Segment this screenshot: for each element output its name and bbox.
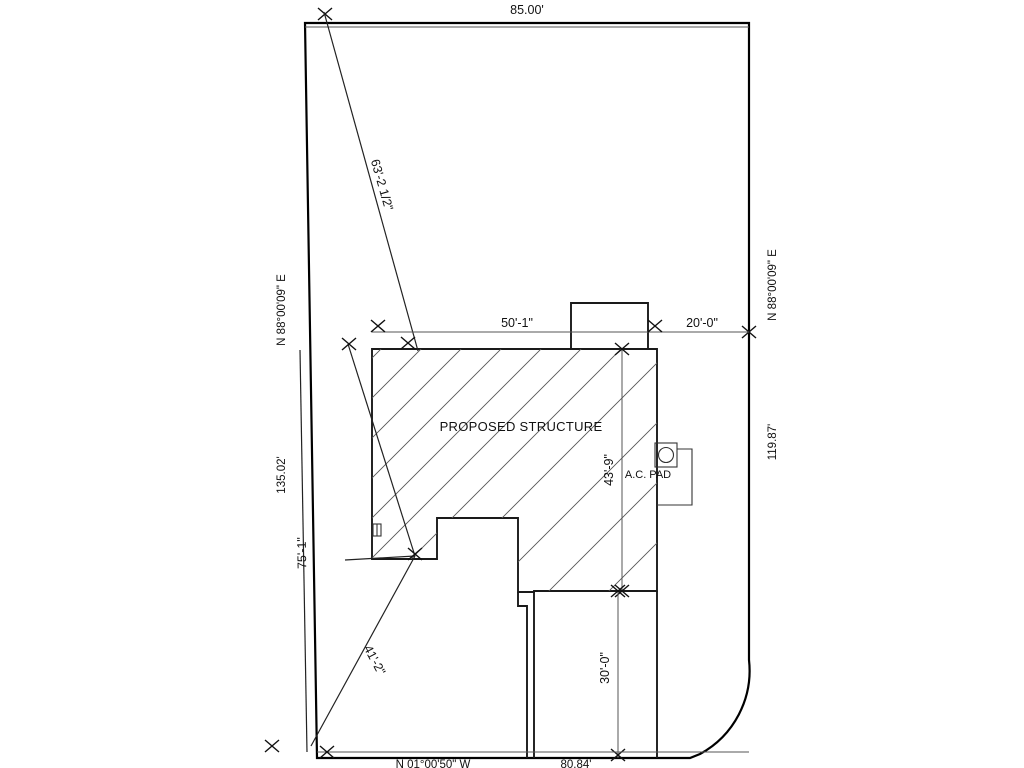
dimension-top-lot-width: 85.00' bbox=[305, 3, 749, 28]
dimension-left-vertical-offset-text: 75'-1" bbox=[295, 537, 310, 569]
dimension-right-length-text: 119.87' bbox=[767, 424, 779, 461]
dimension-diagonal-lower-text: 41'-2" bbox=[361, 643, 388, 678]
proposed-structure bbox=[371, 348, 658, 593]
dimension-structure-widths: 50'-1" 20'-0" bbox=[370, 316, 749, 350]
dimension-left-boundary: N 88°00'09" E 135.02' bbox=[276, 274, 288, 494]
dimension-top-lot-width-text: 85.00' bbox=[510, 3, 544, 17]
dimension-left-bearing-text: N 88°00'09" E bbox=[276, 274, 288, 346]
dimension-diagonal-lower: 41'-2" bbox=[310, 337, 423, 747]
ac-pad-label: A.C. PAD bbox=[625, 469, 671, 481]
dimension-structure-width-right-text: 20'-0" bbox=[686, 316, 718, 330]
dimension-right-bearing-text: N 88°00'09" E bbox=[767, 249, 779, 321]
entry-porch-outline bbox=[570, 302, 649, 349]
dimension-right-boundary: N 88°00'09" E 119.87' bbox=[741, 249, 779, 461]
structure-hatching bbox=[372, 349, 657, 592]
dimension-bottom-bearing-text: N 01°00'50" W bbox=[396, 759, 471, 768]
dimension-structure-width-left-text: 50'-1" bbox=[501, 316, 533, 330]
dimension-structure-height-text: 43'-9" bbox=[602, 454, 616, 486]
ac-pad-unit bbox=[654, 442, 693, 506]
dimension-left-vertical-offset: 75'-1" bbox=[264, 349, 310, 753]
driveway-area-outline bbox=[517, 591, 658, 758]
dimension-bottom-boundary: N 01°00'50" W 80.84' bbox=[317, 745, 749, 768]
dimension-left-length-text: 135.02' bbox=[276, 456, 288, 493]
dimension-diagonal-upper: 63'-2 1/2" bbox=[323, 11, 419, 352]
door-opening-marker bbox=[372, 523, 382, 537]
lot-boundary bbox=[303, 21, 751, 760]
proposed-structure-label: PROPOSED STRUCTURE bbox=[440, 419, 603, 434]
dimension-structure-height: 43'-9" bbox=[602, 342, 630, 598]
dimension-rear-setback-text: 30'-0" bbox=[598, 652, 612, 684]
dimension-rear-setback: 30'-0" bbox=[598, 584, 626, 762]
dimension-bottom-length-text: 80.84' bbox=[561, 759, 592, 768]
